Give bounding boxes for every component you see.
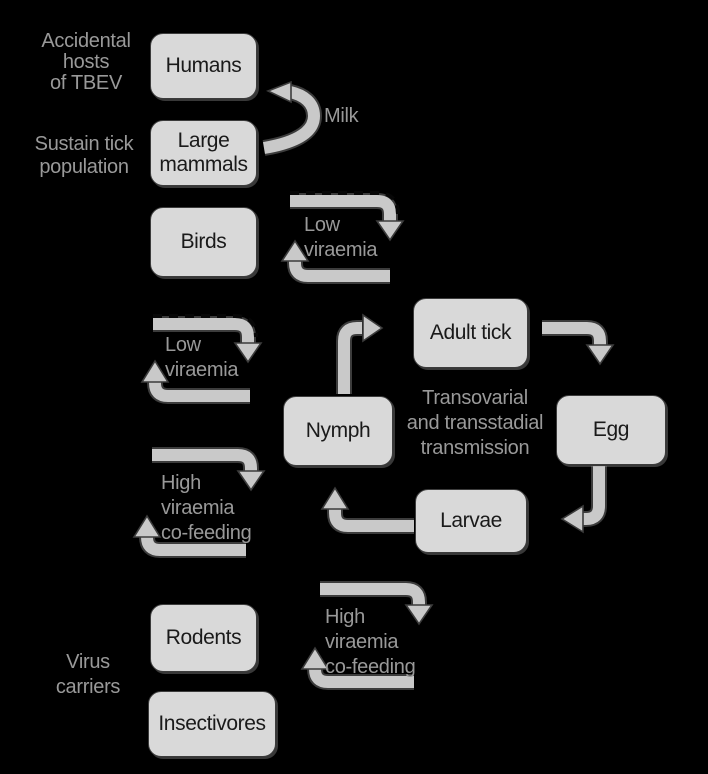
box-egg: Egg: [556, 395, 666, 465]
low-viraemia-out-arrow: [153, 314, 263, 364]
box-rodents: Rodents: [150, 604, 257, 672]
nymph-to-adult-arrow: [336, 313, 384, 394]
box-birds: Birds: [150, 207, 257, 277]
larvae-to-nymph-arrow: [320, 486, 414, 534]
birds-out-arrow: [290, 191, 405, 242]
rodents-in-arrow: [300, 646, 414, 690]
label-sustain-tick: Sustain tick population: [34, 133, 134, 178]
label-low-viraemia-left: Low viraemia: [165, 334, 239, 381]
box-humans: Humans: [150, 33, 257, 99]
egg-to-larvae-arrow: [560, 466, 607, 534]
label-virus-carriers: Virus carriers: [55, 651, 121, 698]
label-accidental-hosts: Accidental hosts of TBEV: [41, 30, 131, 94]
label-milk: Milk: [324, 105, 359, 127]
rodents-out-arrow: [320, 581, 434, 626]
adult-to-egg-arrow: [542, 320, 615, 366]
birds-in-arrow: [280, 239, 390, 284]
label-transovarial-transmission: Transovarial and transstadial transmissi…: [406, 387, 544, 459]
label-high-viraemia-mid: High viraemia co-feeding: [161, 472, 252, 544]
box-adult-tick: Adult tick: [413, 298, 528, 368]
box-larvae: Larvae: [415, 489, 527, 553]
box-nymph: Nymph: [283, 396, 393, 466]
box-insectivores: Insectivores: [148, 691, 276, 757]
high-viraemia-mid-out-arrow: [152, 447, 266, 492]
box-large-mammals: Large mammals: [150, 120, 257, 186]
high-viraemia-mid-in-arrow: [132, 514, 246, 558]
label-low-viraemia-birds: Low viraemia: [304, 214, 378, 261]
milk-arrow: [262, 80, 323, 156]
low-viraemia-in-arrow: [140, 359, 250, 404]
label-high-viraemia-bottom: High viraemia co-feeding: [325, 606, 416, 678]
